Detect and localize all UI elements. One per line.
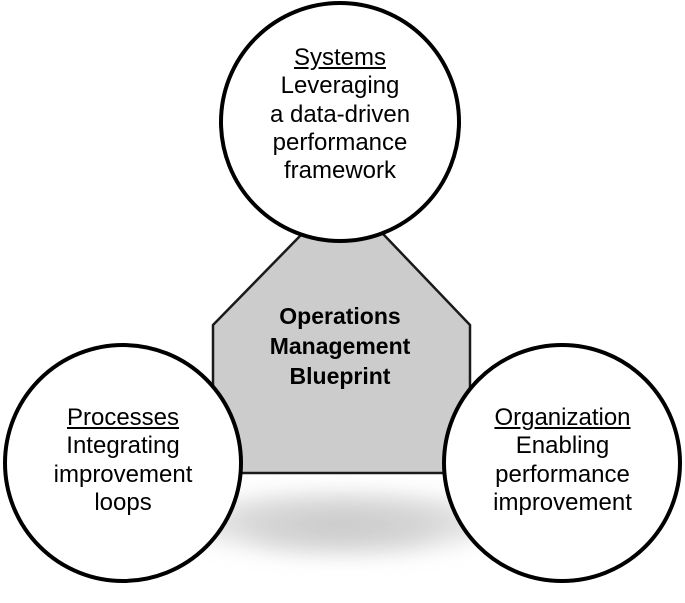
hub-drop-shadow bbox=[193, 493, 493, 556]
node-circle-processes[interactable] bbox=[3, 343, 243, 583]
center-hub-shape bbox=[211, 190, 472, 475]
node-circle-systems[interactable] bbox=[219, 1, 461, 243]
node-circle-organization[interactable] bbox=[442, 343, 682, 583]
